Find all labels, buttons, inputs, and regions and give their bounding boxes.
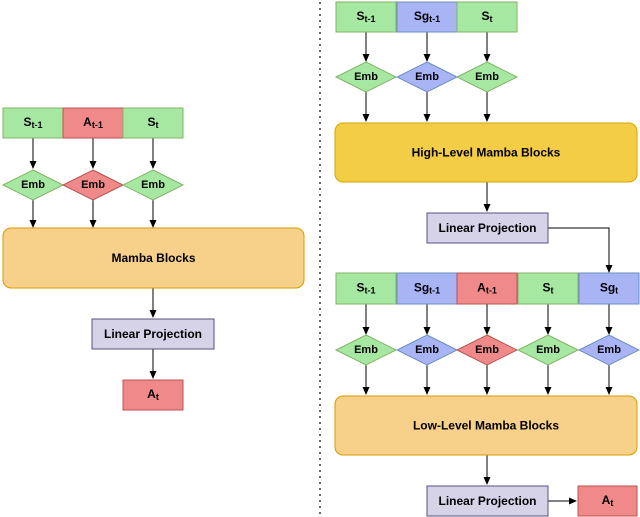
left-input-token-2-label: St — [147, 115, 158, 130]
low-input-token-0: St-1 — [335, 272, 397, 305]
high-linear-projection-label: Linear Projection — [438, 221, 536, 235]
low-level-mamba-blocks-label: Low-Level Mamba Blocks — [413, 419, 559, 433]
left-mamba-blocks-label: Mamba Blocks — [111, 251, 195, 265]
low-level-mamba-blocks: Low-Level Mamba Blocks — [334, 395, 638, 456]
low-input-token-3: St — [517, 272, 579, 305]
high-linear-projection: Linear Projection — [426, 212, 549, 244]
low-emb-diamond-0: Emb — [334, 334, 398, 366]
low-input-token-3-label: St — [542, 281, 553, 296]
low-input-token-2-label: At-1 — [477, 281, 497, 296]
high-input-token-2: St — [456, 1, 518, 33]
high-input-token-1: Sgt-1 — [396, 1, 458, 33]
high-emb-diamond-1-label: Emb — [415, 71, 439, 83]
left-linear-projection-label: Linear Projection — [104, 327, 202, 341]
low-input-token-4: Sgt — [578, 272, 640, 305]
high-input-token-0: St-1 — [335, 1, 397, 33]
left-input-token-1: At-1 — [62, 107, 124, 139]
connector-layer — [29, 2, 613, 517]
left-emb-diamond-1: Emb — [61, 169, 125, 201]
low-linear-projection: Linear Projection — [426, 485, 549, 517]
low-emb-diamond-4-label: Emb — [597, 344, 621, 356]
low-input-token-2: At-1 — [456, 272, 518, 305]
low-linear-projection-label: Linear Projection — [438, 494, 536, 508]
low-input-token-1-label: Sgt-1 — [414, 281, 440, 296]
high-input-token-1-label: Sgt-1 — [414, 9, 440, 24]
low-emb-diamond-1: Emb — [395, 334, 459, 366]
low-emb-diamond-4: Emb — [577, 334, 640, 366]
low-emb-diamond-3: Emb — [516, 334, 580, 366]
left-mamba-blocks: Mamba Blocks — [2, 227, 305, 289]
left-emb-diamond-2-label: Emb — [141, 179, 165, 191]
low-emb-diamond-3-label: Emb — [536, 344, 560, 356]
low-output-token: At — [577, 485, 638, 517]
left-input-token-2: St — [122, 107, 184, 139]
left-emb-diamond-1-label: Emb — [81, 179, 105, 191]
low-emb-diamond-1-label: Emb — [415, 344, 439, 356]
high-input-token-0-label: St-1 — [356, 9, 375, 24]
left-emb-diamond-0: Emb — [1, 169, 65, 201]
left-emb-diamond-2: Emb — [121, 169, 185, 201]
low-input-token-1: Sgt-1 — [396, 272, 458, 305]
left-linear-projection: Linear Projection — [91, 318, 215, 350]
low-emb-diamond-2: Emb — [455, 334, 519, 366]
high-level-mamba-blocks-label: High-Level Mamba Blocks — [412, 146, 561, 160]
left-emb-diamond-0-label: Emb — [21, 179, 45, 191]
low-input-token-4-label: Sgt — [600, 281, 618, 296]
high-level-mamba-blocks: High-Level Mamba Blocks — [334, 122, 638, 183]
high-emb-diamond-2: Emb — [455, 61, 519, 93]
high-arrow-projection-to-low-goal — [548, 227, 613, 273]
low-input-token-0-label: St-1 — [356, 281, 375, 296]
high-emb-diamond-1: Emb — [395, 61, 459, 93]
high-input-token-2-label: St — [481, 9, 492, 24]
high-emb-diamond-2-label: Emb — [475, 71, 499, 83]
left-output-token-label: At — [147, 387, 159, 402]
low-output-token-label: At — [602, 493, 614, 508]
low-emb-diamond-2-label: Emb — [475, 344, 499, 356]
left-input-token-0-label: St-1 — [23, 115, 42, 130]
low-emb-diamond-0-label: Emb — [354, 344, 378, 356]
high-emb-diamond-0: Emb — [334, 61, 398, 93]
left-input-token-1-label: At-1 — [83, 115, 103, 130]
high-emb-diamond-0-label: Emb — [354, 71, 378, 83]
left-input-token-0: St-1 — [2, 107, 64, 139]
left-output-token: At — [122, 379, 184, 411]
